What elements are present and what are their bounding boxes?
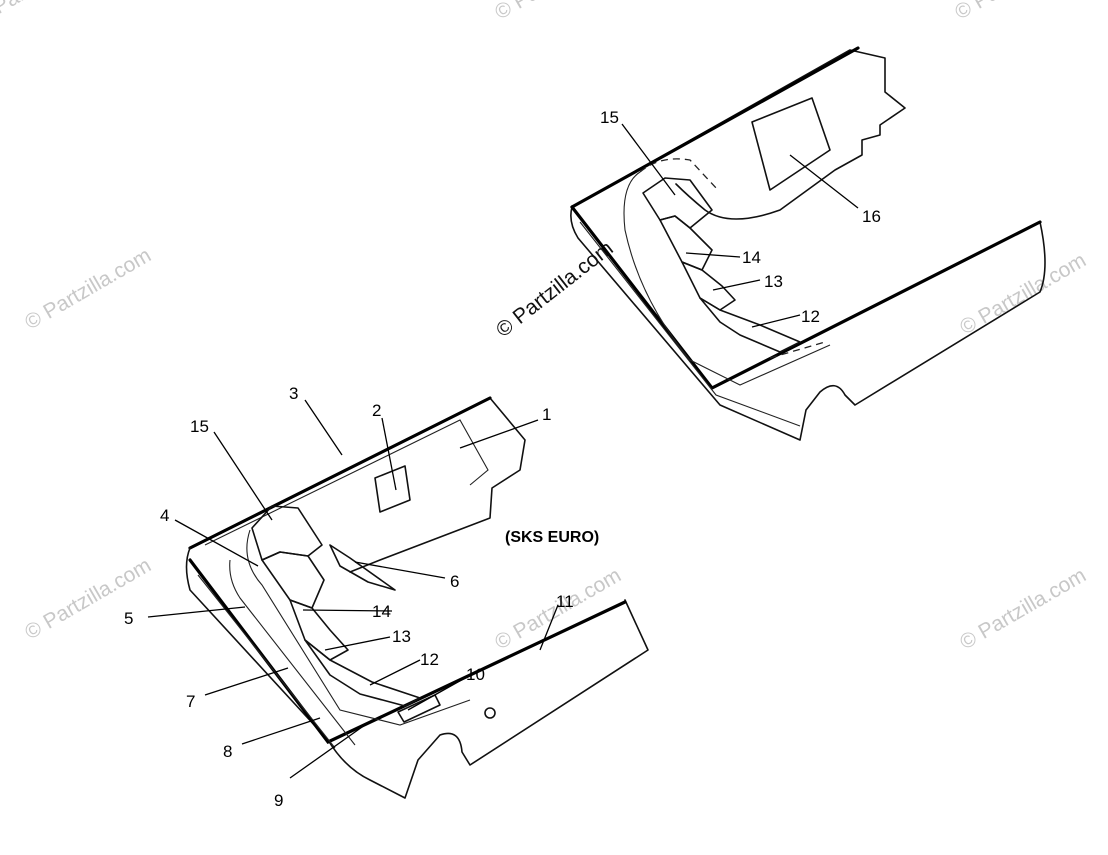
callout-9: 9 (274, 791, 283, 810)
watermark: © Partzilla.com (491, 0, 625, 24)
rear-callout-labels: 15 16 14 13 12 (600, 108, 881, 326)
watermarks: © Partzilla.com © Partzilla.com © Partzi… (0, 0, 1090, 654)
front-callout-leaders (147, 399, 559, 779)
watermark: © Partzilla.com (0, 0, 105, 29)
callout-6: 6 (450, 572, 459, 591)
front-seat-panel-assembly (185, 396, 649, 799)
callout-1: 1 (542, 405, 551, 424)
watermark: © Partzilla.com (956, 249, 1090, 340)
callout-7: 7 (186, 692, 195, 711)
watermark: © Partzilla.com (21, 244, 155, 335)
callout-16: 16 (862, 207, 881, 226)
callout-14: 14 (742, 248, 761, 267)
callout-10: 10 (466, 665, 485, 684)
callout-4: 4 (160, 506, 169, 525)
callout-3: 3 (289, 384, 298, 403)
watermark-center: © Partzilla.com (492, 237, 618, 342)
front-callout-labels: 1 2 3 15 4 5 6 7 8 9 14 13 12 10 11 (124, 384, 574, 810)
variant-note: (SKS EURO) (505, 529, 599, 546)
callout-8: 8 (223, 742, 232, 761)
rear-callout-leaders (621, 123, 859, 328)
callout-5: 5 (124, 609, 133, 628)
callout-15: 15 (600, 108, 619, 127)
callout-11: 11 (556, 592, 574, 611)
callout-12: 12 (420, 650, 439, 669)
rear-seat-panel-assembly (570, 46, 1046, 441)
watermark: © Partzilla.com (956, 564, 1090, 655)
callout-12: 12 (801, 307, 820, 326)
callout-2: 2 (372, 401, 381, 420)
watermark: © Partzilla.com (951, 0, 1085, 24)
callout-15: 15 (190, 417, 209, 436)
callout-14: 14 (372, 602, 391, 621)
watermark: © Partzilla.com (21, 554, 155, 645)
callout-13: 13 (764, 272, 783, 291)
callout-13: 13 (392, 627, 411, 646)
